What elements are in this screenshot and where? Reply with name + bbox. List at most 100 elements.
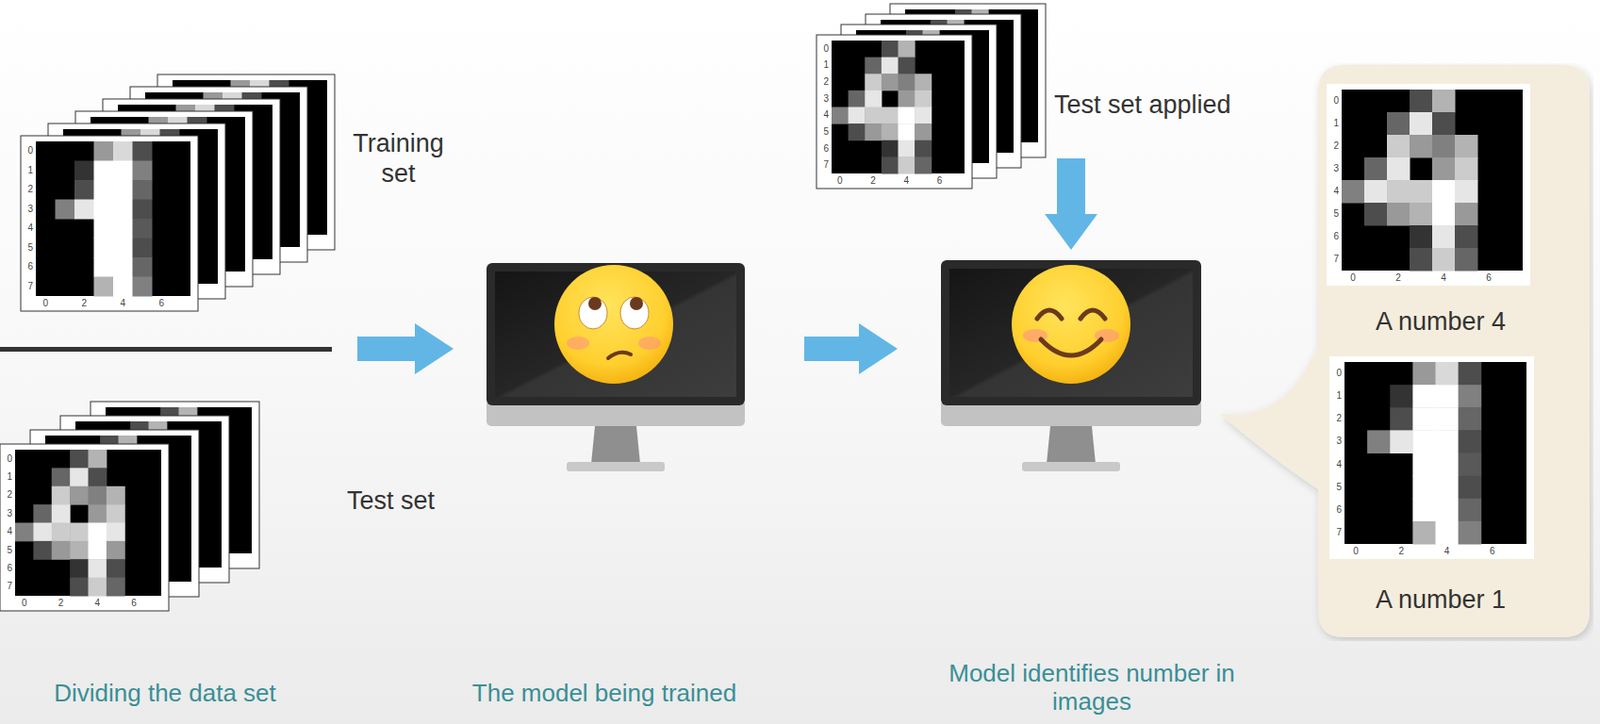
pixel [1412, 429, 1436, 454]
pixel [113, 161, 133, 182]
pixel [898, 40, 916, 58]
pixel [881, 40, 899, 58]
pixel [881, 140, 899, 158]
pixel [74, 180, 95, 200]
set-label: Training set [339, 128, 458, 190]
pixel [1458, 407, 1483, 431]
image-frame [816, 34, 973, 189]
eye [620, 296, 649, 330]
pixel [69, 577, 89, 597]
pixel [69, 523, 89, 543]
pixel [914, 140, 932, 158]
face [554, 264, 674, 384]
pixel [32, 541, 52, 561]
axis-tick: 2 [1328, 140, 1339, 152]
pixel [831, 107, 849, 125]
pixel [88, 577, 108, 597]
axis-tick: 1 [1331, 390, 1342, 402]
axis-tick: 7 [1, 580, 13, 593]
monitor-bezel [486, 263, 745, 406]
pixel [94, 180, 115, 200]
set-label: Test set [346, 485, 536, 516]
axis-tick: 7 [1328, 253, 1339, 265]
axis-tick: 2 [1393, 545, 1409, 558]
pixel [94, 277, 115, 297]
pixel [132, 141, 153, 162]
axis-tick: 4 [1435, 272, 1452, 284]
axis-tick: 3 [1328, 163, 1339, 175]
image-pixels [1344, 362, 1527, 545]
pixel [1389, 407, 1414, 431]
axis-tick: 6 [126, 597, 142, 610]
monitor-neck [591, 426, 641, 464]
axis-tick: 1 [1, 471, 13, 483]
pixel [88, 467, 108, 487]
pixel [1367, 429, 1391, 454]
digit-image [816, 34, 973, 189]
pixel [106, 577, 126, 597]
pixel [881, 123, 899, 141]
pixel [1412, 407, 1436, 431]
axis-tick: 7 [1331, 527, 1342, 539]
pixel [1409, 134, 1434, 159]
eye [1037, 310, 1062, 319]
axis-tick: 4 [1439, 545, 1455, 558]
pixel [1389, 384, 1414, 409]
monitor-neck [1046, 426, 1096, 464]
axis-tick: 3 [22, 203, 33, 215]
pixel [113, 180, 133, 200]
pixel [864, 57, 882, 75]
pixel [94, 141, 115, 162]
pixel [113, 277, 133, 297]
pixel [51, 523, 71, 543]
computer-monitor [940, 260, 1202, 472]
pixel [1435, 362, 1460, 386]
pixel [1412, 453, 1436, 478]
axis-tick: 4 [818, 109, 829, 121]
result-label: A number 1 [1319, 584, 1562, 615]
pixel [132, 199, 153, 220]
pixel [1454, 202, 1479, 227]
digit-image [0, 444, 169, 611]
computer-monitor [486, 263, 745, 472]
axis-tick: 1 [1328, 117, 1339, 130]
pixel [1458, 362, 1483, 386]
monitor-base [1022, 461, 1121, 472]
blush [638, 336, 661, 350]
axis-tick: 2 [76, 297, 92, 310]
pixel [15, 523, 34, 543]
pixel [1412, 384, 1436, 409]
block-arrow [804, 323, 898, 375]
pixel [69, 486, 89, 506]
pixel [914, 73, 932, 91]
digit-image [20, 135, 198, 312]
pixel [1435, 453, 1460, 478]
pixel [1409, 225, 1434, 249]
pixel [1412, 362, 1436, 386]
pixel [69, 467, 89, 487]
eye [1080, 310, 1106, 319]
pixel [94, 257, 115, 278]
pixel [113, 218, 133, 239]
pupil [629, 296, 644, 311]
pixel [864, 123, 882, 141]
axis-tick: 5 [818, 126, 829, 138]
axis-tick: 6 [1328, 230, 1339, 243]
pixel [1341, 180, 1366, 204]
pixel [1454, 134, 1479, 159]
pixel [132, 277, 153, 297]
axis-tick: 0 [1, 453, 13, 465]
digit-image [1329, 356, 1535, 560]
blush [566, 336, 590, 350]
axis-tick: 2 [1331, 412, 1342, 425]
block-arrow [1044, 158, 1098, 250]
face [1011, 264, 1131, 384]
pixel [914, 90, 932, 108]
pixel [88, 486, 108, 506]
set-label: Test set applied [1054, 89, 1309, 120]
axis-tick: 6 [1481, 272, 1497, 284]
pixel [74, 199, 95, 220]
pixel [1435, 384, 1460, 409]
axis-tick: 6 [818, 143, 829, 155]
pixel [1432, 225, 1456, 249]
